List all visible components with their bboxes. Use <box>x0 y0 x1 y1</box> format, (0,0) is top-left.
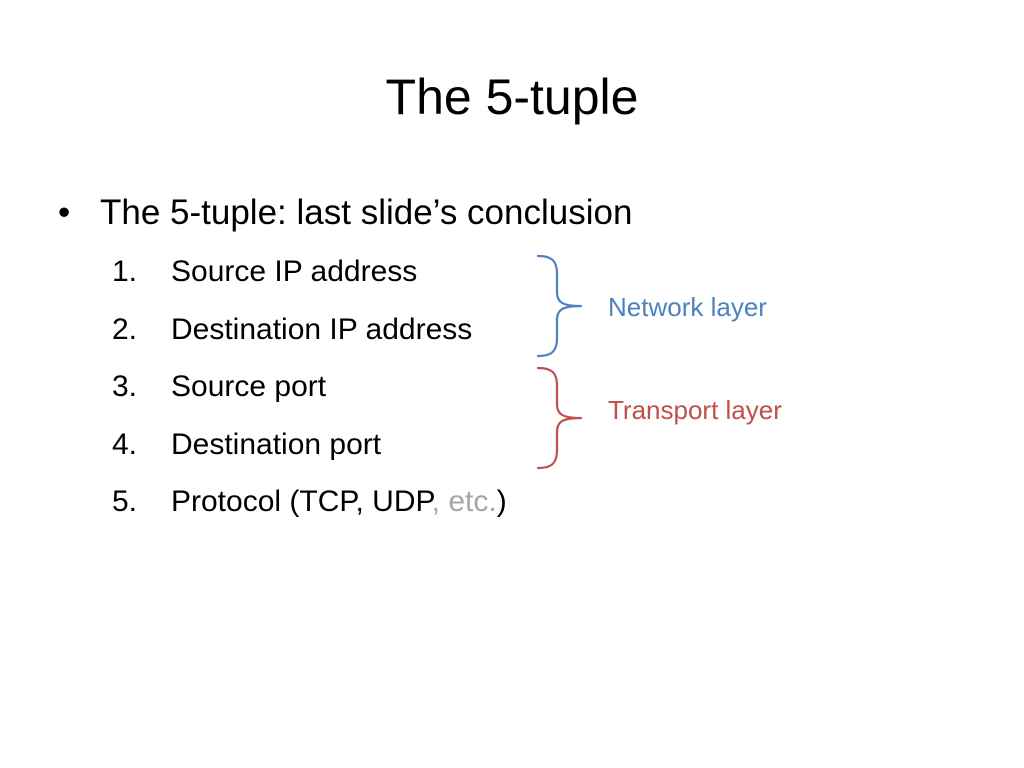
network-layer-brace <box>536 254 583 358</box>
list-item-text: Destination IP address <box>171 312 473 346</box>
network-layer-label: Network layer <box>608 292 767 322</box>
main-bullet: • The 5-tuple: last slide’s conclusion <box>58 190 632 236</box>
list-item: 2. Destination IP address <box>112 310 507 368</box>
bullet-text: The 5-tuple: last slide’s conclusion <box>100 193 633 232</box>
list-item: 5. Protocol (TCP, UDP, etc.) <box>112 482 507 540</box>
list-item-text: Source port <box>171 370 327 403</box>
list-item-suffix-end: ) <box>496 485 507 518</box>
bullet-marker: • <box>58 193 71 232</box>
list-item: 4. Destination port <box>112 425 507 483</box>
list-item-muted-suffix: , etc. <box>431 485 497 518</box>
list-item: 3. Source port <box>112 367 507 425</box>
tuple-list: 1. Source IP address 2. Destination IP add… <box>112 252 507 540</box>
list-item-number: 3. <box>112 370 138 403</box>
list-item: 1. Source IP address <box>112 252 507 310</box>
list-item-number: 1. <box>112 255 138 288</box>
list-item-text: Source IP address <box>171 255 418 288</box>
list-item-text: Destination port <box>171 427 382 461</box>
transport-layer-label: Transport layer <box>608 395 782 425</box>
list-item-number: 4. <box>112 427 138 461</box>
slide-title: The 5-tuple <box>385 69 639 125</box>
transport-layer-brace <box>536 366 583 470</box>
list-item-text: Protocol (TCP, UDP <box>171 485 432 518</box>
list-item-number: 5. <box>112 485 138 518</box>
list-item-number: 2. <box>112 312 138 346</box>
